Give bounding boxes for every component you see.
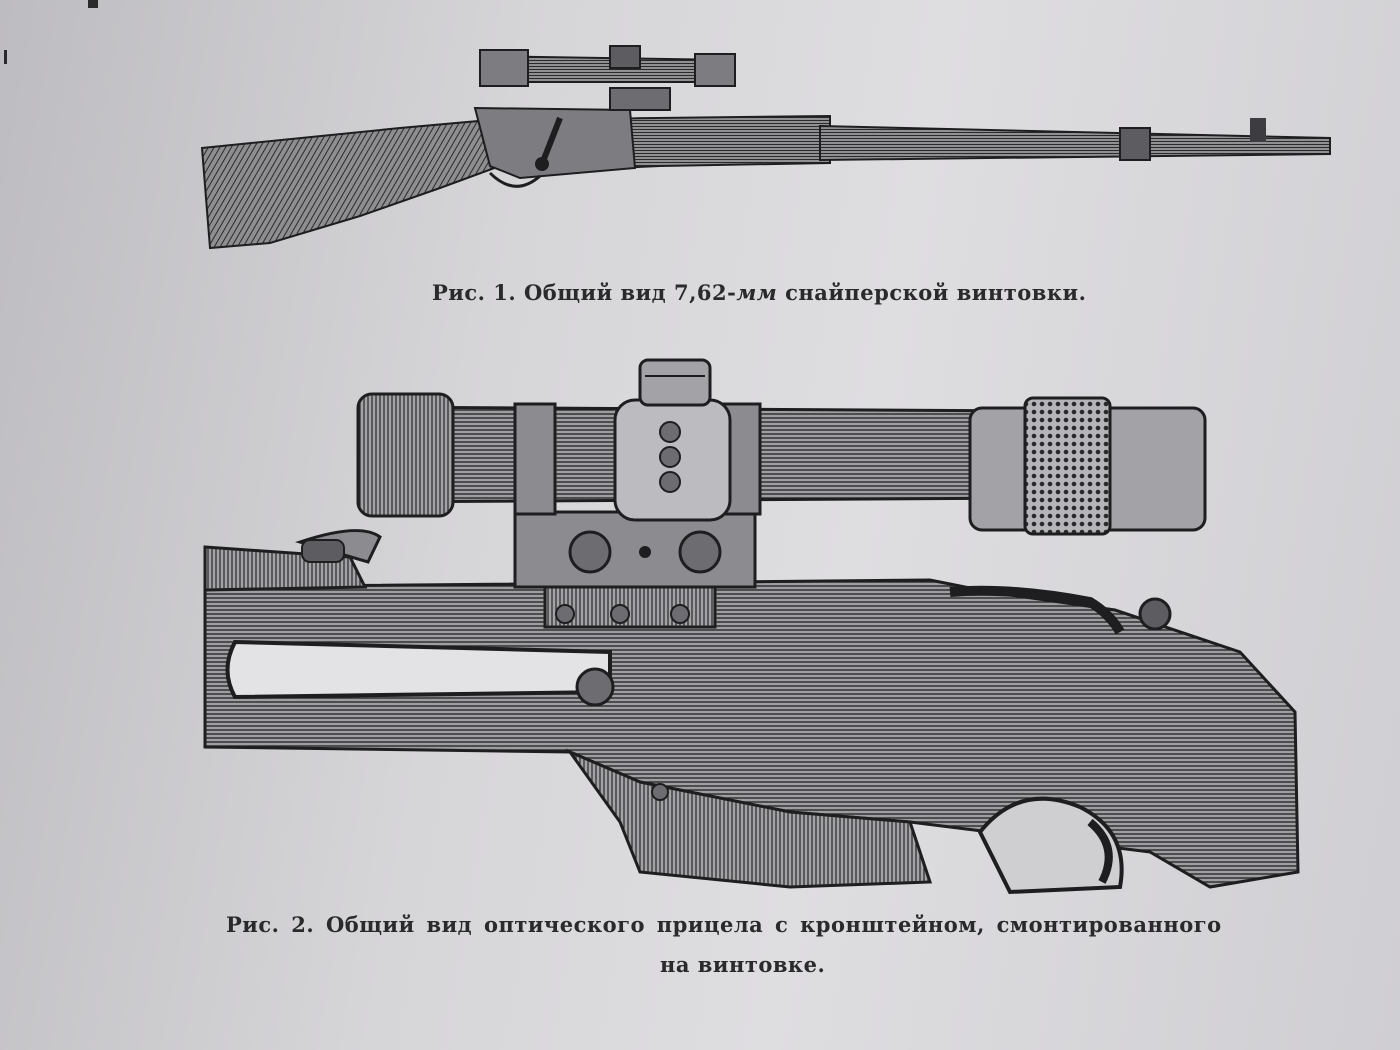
- trigger: [1087, 818, 1113, 884]
- scope-ring-front: [513, 402, 557, 516]
- elevation-drum: [638, 358, 712, 407]
- barrel-band: [1119, 127, 1151, 161]
- bracket-screw: [555, 604, 575, 624]
- front-sight: [1250, 118, 1266, 142]
- figure1-caption: Рис. 1. Общий вид 7,62-мм снайперской ви…: [432, 280, 1086, 305]
- adjustment-knob: [659, 421, 681, 443]
- figure1-caption-suffix: снайперской винтовки.: [777, 280, 1087, 305]
- eyepiece-knurled-ring: [1023, 396, 1112, 536]
- scope-objective: [479, 49, 529, 87]
- trigger-guard: [488, 171, 541, 188]
- edge-mark: [4, 50, 7, 64]
- trigger-guard: [977, 796, 1124, 895]
- adjustment-knob: [659, 471, 681, 493]
- bolt-handle: [949, 585, 1125, 635]
- bolt-grip: [301, 539, 345, 563]
- figure2-caption-line2: на винтовке.: [660, 952, 826, 977]
- optical-scope-mount-illustration: [203, 358, 1300, 895]
- bracket-screw: [670, 604, 690, 624]
- figure2-caption-line1: Рис. 2. Общий вид оптического прицела с …: [226, 912, 1222, 937]
- edge-mark: [88, 0, 98, 8]
- bracket-clamp-screw: [568, 530, 612, 574]
- bracket-clamp-screw: [678, 530, 722, 574]
- rifle-receiver: [473, 106, 637, 180]
- magazine-latch-pin: [651, 783, 669, 801]
- rifle-barrel: [819, 124, 1331, 162]
- figure1-caption-unit: мм: [736, 280, 778, 305]
- figure1-caption-prefix: Рис. 1. Общий вид 7,62-: [432, 280, 737, 305]
- cartridge-slot: [225, 639, 612, 700]
- magazine-well: [565, 748, 933, 889]
- bolt-knob: [1138, 597, 1172, 631]
- scope-objective-bell: [356, 392, 455, 518]
- bracket-screw: [610, 604, 630, 624]
- scope-eyepiece: [694, 53, 736, 87]
- sniper-rifle-illustration: [200, 45, 1331, 250]
- scope-turret: [609, 45, 641, 69]
- receiver-screw: [575, 667, 615, 707]
- scope-mount: [609, 87, 671, 111]
- bolt-handle: [539, 116, 563, 166]
- rifle-stock: [200, 118, 502, 250]
- adjustment-knob: [659, 446, 681, 468]
